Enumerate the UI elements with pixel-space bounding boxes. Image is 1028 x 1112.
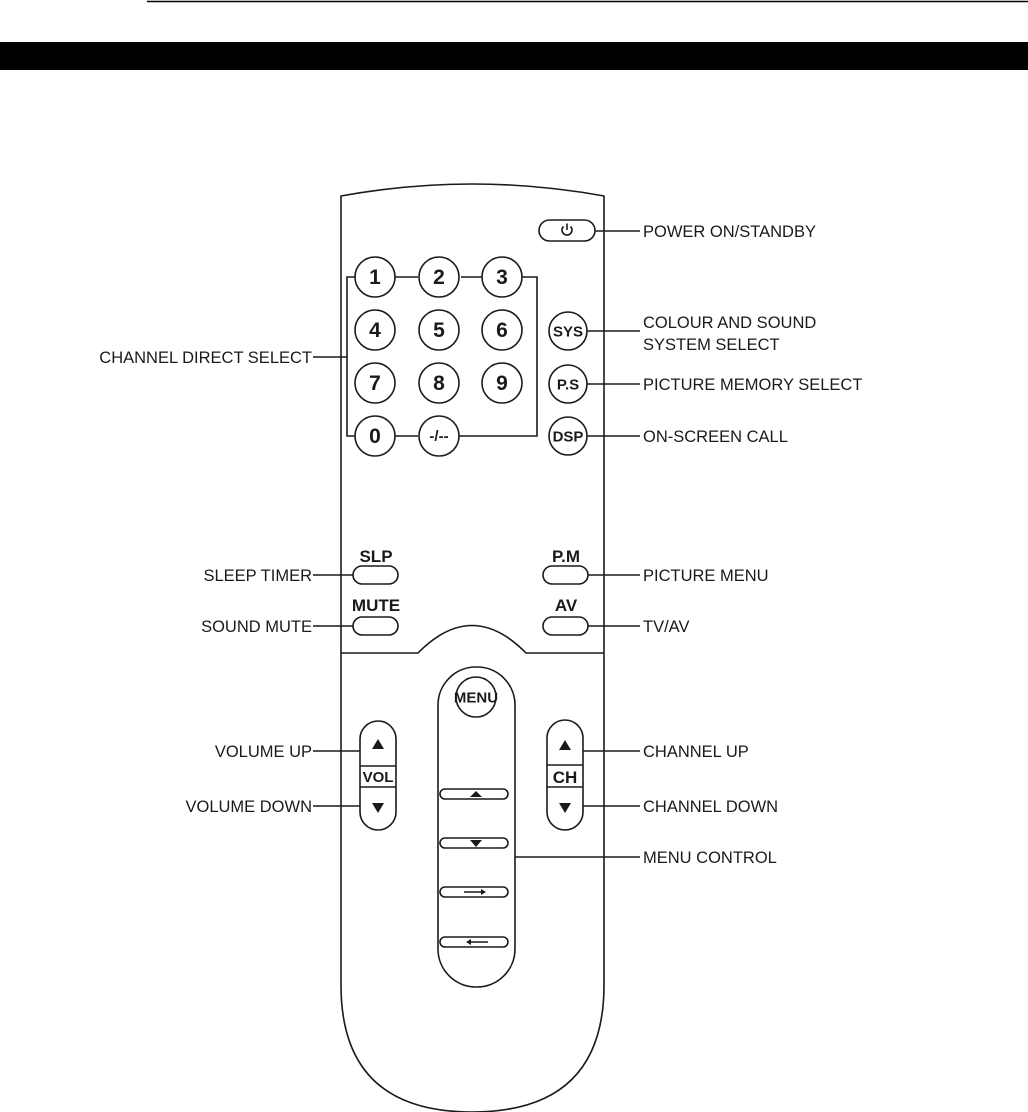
sys-button-label: SYS — [553, 324, 583, 341]
callout-colour-sound-1: COLOUR AND SOUND — [643, 314, 816, 332]
callout-volume-down: VOLUME DOWN — [185, 798, 312, 816]
av-label: AV — [555, 596, 578, 615]
power-button[interactable] — [539, 220, 595, 241]
callout-colour-sound-2: SYSTEM SELECT — [643, 336, 780, 354]
digit-button-label: 0 — [369, 425, 381, 448]
digit-button-label: -/-- — [429, 428, 448, 445]
callout-picture-menu: PICTURE MENU — [643, 567, 769, 585]
menu-down-button[interactable] — [440, 838, 508, 848]
mute-label: MUTE — [352, 596, 400, 615]
digit-button-label: 5 — [433, 319, 445, 342]
callout-power: POWER ON/STANDBY — [643, 223, 816, 241]
menu-left-button[interactable] — [440, 937, 508, 947]
slp-label: SLP — [359, 547, 392, 566]
digit-button-label: 9 — [496, 372, 508, 395]
digit-button-label: 3 — [496, 266, 508, 289]
digit-button-label: 7 — [369, 372, 381, 395]
digit-button-label: 1 — [369, 266, 381, 289]
digit-button-3[interactable]: 3 — [482, 257, 522, 297]
volume-rocker: VOL — [360, 721, 396, 830]
callout-channel-down: CHANNEL DOWN — [643, 798, 778, 816]
digit-button-label: 6 — [496, 319, 508, 342]
callout-menu-control: MENU CONTROL — [643, 849, 777, 867]
digit-button-6[interactable]: 6 — [482, 310, 522, 350]
pm-label: P.M — [552, 547, 580, 566]
ps-button-label: P.S — [557, 377, 579, 394]
av-button[interactable] — [543, 617, 588, 635]
digit-keypad: 1 2 3 4 5 6 7 8 9 0 -/-- — [355, 257, 522, 456]
callout-picture-memory: PICTURE MEMORY SELECT — [643, 376, 862, 394]
vol-label: VOL — [363, 769, 394, 786]
callout-on-screen: ON-SCREEN CALL — [643, 428, 788, 446]
keypad-bracket — [347, 277, 537, 436]
menu-button-label: MENU — [454, 690, 498, 707]
callout-channel-up: CHANNEL UP — [643, 743, 749, 761]
pm-button[interactable] — [543, 566, 588, 584]
slp-button[interactable] — [353, 566, 398, 584]
dsp-button[interactable]: DSP — [549, 417, 587, 455]
digit-button-0[interactable]: 0 — [355, 416, 395, 456]
ch-label: CH — [553, 768, 578, 787]
digit-button-4[interactable]: 4 — [355, 310, 395, 350]
callout-volume-up: VOLUME UP — [215, 743, 312, 761]
ps-button[interactable]: P.S — [549, 365, 587, 403]
digit-button-label: 8 — [433, 372, 445, 395]
digit-button-1[interactable]: 1 — [355, 257, 395, 297]
callout-sleep-timer: SLEEP TIMER — [203, 567, 312, 585]
mute-button[interactable] — [353, 617, 398, 635]
dsp-button-label: DSP — [553, 429, 584, 446]
digit-button-5[interactable]: 5 — [419, 310, 459, 350]
digit-button-2[interactable]: 2 — [419, 257, 459, 297]
callout-channel-direct: CHANNEL DIRECT SELECT — [99, 349, 312, 367]
digit-button-label: 4 — [369, 319, 381, 342]
digit-button-dash[interactable]: -/-- — [419, 416, 459, 456]
callout-sound-mute: SOUND MUTE — [201, 618, 312, 636]
callout-tv-av: TV/AV — [643, 618, 689, 636]
digit-button-8[interactable]: 8 — [419, 363, 459, 403]
channel-rocker: CH — [547, 720, 583, 830]
menu-right-button[interactable] — [440, 887, 508, 897]
menu-up-button[interactable] — [440, 789, 508, 799]
digit-button-7[interactable]: 7 — [355, 363, 395, 403]
header-bar — [0, 42, 1028, 70]
sys-button[interactable]: SYS — [549, 312, 587, 350]
digit-button-label: 2 — [433, 266, 445, 289]
digit-button-9[interactable]: 9 — [482, 363, 522, 403]
